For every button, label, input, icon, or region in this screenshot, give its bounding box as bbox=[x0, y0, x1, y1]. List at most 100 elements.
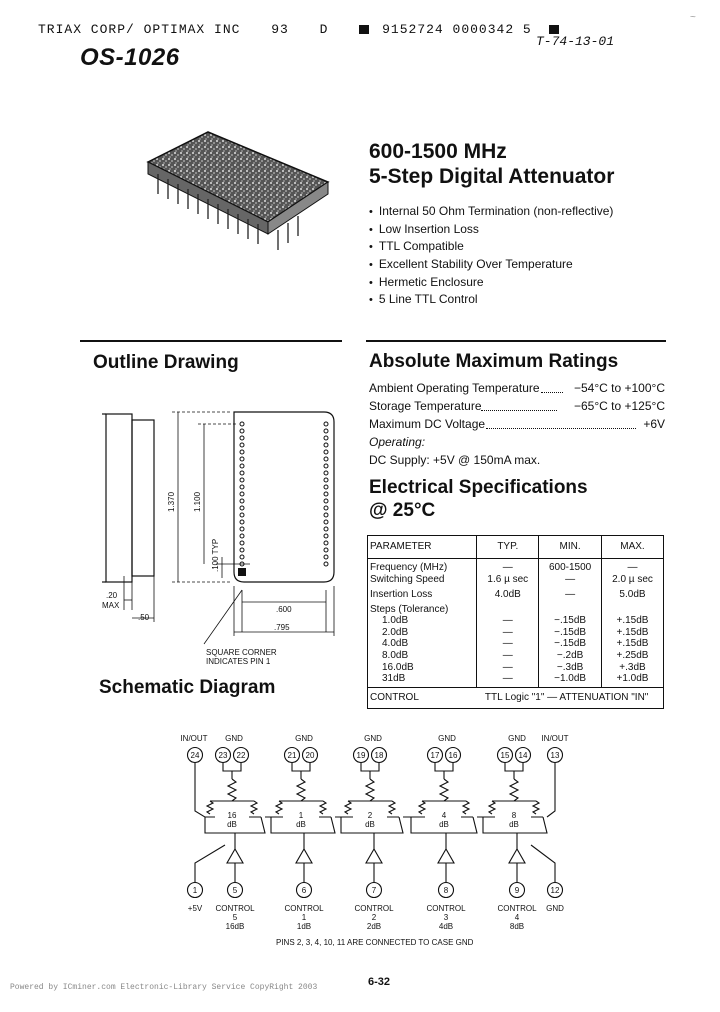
document-header: TRIAX CORP/ OPTIMAX INC 93 D 9152724 000… bbox=[38, 22, 559, 37]
cell-param: Switching Speed bbox=[370, 573, 445, 585]
cell-param: 16.0dB bbox=[382, 661, 414, 673]
cell-param: 8.0dB bbox=[382, 649, 409, 661]
cell-min: — bbox=[538, 573, 602, 589]
bottom-label-control1: CONTROL 1 1dB bbox=[279, 904, 329, 931]
cell-param: 1.0dB bbox=[382, 615, 409, 627]
section-rule-left bbox=[80, 340, 342, 342]
pin-num: 22 bbox=[237, 751, 246, 760]
bottom-label-line: 8dB bbox=[509, 922, 525, 931]
cell-typ: — bbox=[476, 661, 539, 674]
cell-min: −.15dB bbox=[538, 626, 602, 639]
pin-num: 5 bbox=[233, 886, 238, 895]
cell-param: 31dB bbox=[382, 673, 406, 685]
operating-label: Operating: bbox=[369, 435, 426, 449]
cell-param: 4.0dB bbox=[382, 638, 409, 650]
bottom-label-gnd: GND bbox=[540, 904, 570, 913]
pin-num: 9 bbox=[515, 886, 520, 895]
rating-row: Ambient Operating Temperature −54°C to +… bbox=[369, 381, 665, 395]
stage-value: 8 bbox=[512, 811, 517, 820]
bottom-label-line: CONTROL bbox=[284, 904, 324, 913]
cell-typ: — bbox=[476, 638, 539, 650]
header-block-mark bbox=[359, 25, 370, 35]
cell-min: — bbox=[538, 588, 602, 604]
electrical-spec-table: PARAMETER TYP. MIN. MAX. Frequency (MHz)… bbox=[367, 535, 664, 709]
cell-typ: — bbox=[476, 558, 539, 574]
top-label-gnd: GND bbox=[508, 734, 526, 743]
table-row: Steps (Tolerance) bbox=[368, 603, 664, 616]
pin-num: 21 bbox=[288, 751, 297, 760]
product-photo bbox=[146, 131, 330, 250]
pin-num: 20 bbox=[306, 751, 315, 760]
header-parameter: PARAMETER bbox=[367, 535, 477, 559]
stage-unit: dB bbox=[365, 820, 375, 829]
cell-max: +.15dB bbox=[601, 638, 664, 650]
cell-typ: — bbox=[476, 615, 539, 627]
table-row: 4.0dB — −.15dB +.15dB bbox=[368, 638, 664, 650]
bottom-label-line: 2dB bbox=[366, 922, 382, 931]
stage-value: 2 bbox=[368, 811, 373, 820]
pin-num: 12 bbox=[551, 886, 560, 895]
bottom-label-line: CONTROL bbox=[426, 904, 466, 913]
feature-item: Low Insertion Loss bbox=[369, 221, 613, 239]
cell-min: −.15dB bbox=[538, 615, 602, 627]
outline-drawing: 1.370 1.100 .100 TYP .20 MAX .50 .600 .7… bbox=[102, 411, 335, 666]
stage-value: 4 bbox=[442, 811, 447, 820]
top-label-gnd: GND bbox=[438, 734, 456, 743]
pin1-note-line2: INDICATES PIN 1 bbox=[206, 657, 271, 666]
cell-max: 5.0dB bbox=[601, 588, 664, 604]
header-code-3: 9152724 0000342 5 bbox=[382, 22, 532, 37]
rating-value: +6V bbox=[643, 417, 665, 431]
bottom-label-control4: CONTROL 4 8dB bbox=[492, 904, 542, 931]
feature-item: 5 Line TTL Control bbox=[369, 291, 613, 309]
pin-num: 8 bbox=[444, 886, 449, 895]
cell-max bbox=[601, 603, 664, 616]
table-row: 1.0dB — −.15dB +.15dB bbox=[368, 615, 664, 627]
dim-row-spacing: .600 bbox=[276, 605, 292, 614]
dim-standoff-max: MAX bbox=[102, 601, 120, 610]
outline-drawing-title: Outline Drawing bbox=[93, 352, 239, 373]
top-label-gnd: GND bbox=[295, 734, 313, 743]
table-row: 16.0dB — −.3dB +.3dB bbox=[368, 661, 664, 674]
cell-param: Steps (Tolerance) bbox=[370, 603, 449, 615]
bottom-label-5v: +5V bbox=[175, 904, 215, 913]
cell-max: — bbox=[601, 558, 664, 574]
pin-num: 24 bbox=[191, 751, 200, 760]
stage-unit: dB bbox=[227, 820, 237, 829]
control-row: CONTROL TTL Logic "1" — ATTENUATION "IN" bbox=[367, 686, 664, 709]
dim-inner-height: 1.100 bbox=[193, 491, 202, 512]
rating-label: Maximum DC Voltage bbox=[369, 417, 486, 431]
table-row: 2.0dB — −.15dB +.15dB bbox=[368, 626, 664, 639]
bottom-label-control5: CONTROL 5 16dB bbox=[210, 904, 260, 931]
table-row: 8.0dB — −.2dB +.25dB bbox=[368, 649, 664, 662]
dim-height: 1.370 bbox=[167, 491, 176, 512]
pin-num: 13 bbox=[551, 751, 560, 760]
top-label-inout: IN/OUT bbox=[541, 734, 569, 743]
feature-item: Hermetic Enclosure bbox=[369, 274, 613, 292]
cell-min bbox=[538, 603, 602, 616]
header-block-mark-2 bbox=[548, 25, 559, 35]
header-company: TRIAX CORP/ OPTIMAX INC bbox=[38, 22, 241, 37]
scan-corner-mark: ~ bbox=[690, 12, 696, 23]
cell-max: 2.0 µ sec bbox=[601, 573, 664, 589]
bottom-label-line: 1dB bbox=[296, 922, 312, 931]
header-min: MIN. bbox=[538, 535, 602, 559]
bottom-label-line: 16dB bbox=[225, 922, 245, 931]
header-max: MAX. bbox=[601, 535, 664, 559]
cell-min: −.15dB bbox=[538, 638, 602, 650]
dc-supply: DC Supply: +5V @ 150mA max. bbox=[369, 453, 541, 467]
feature-item: TTL Compatible bbox=[369, 238, 613, 256]
bottom-label-line: 1 bbox=[301, 913, 307, 922]
bottom-label-line: 4 bbox=[514, 913, 520, 922]
handwritten-note: T-74-13-01 bbox=[536, 34, 615, 49]
cell-param: 2.0dB bbox=[382, 626, 409, 638]
feature-item: Internal 50 Ohm Termination (non-reflect… bbox=[369, 203, 614, 221]
dim-pin-pitch: .100 TYP bbox=[211, 539, 220, 572]
pin-num: 16 bbox=[449, 751, 458, 760]
stage-unit: dB bbox=[509, 820, 519, 829]
pin-num: 23 bbox=[219, 751, 228, 760]
top-label-gnd: GND bbox=[225, 734, 243, 743]
control-value: TTL Logic "1" — ATTENUATION "IN" bbox=[476, 686, 664, 709]
leader-dots bbox=[481, 410, 557, 411]
product-title-frequency: 600-1500 MHz bbox=[369, 140, 507, 163]
schematic-diagram: 24 23 22 21 20 19 18 17 16 15 14 13 16 d… bbox=[186, 746, 564, 899]
